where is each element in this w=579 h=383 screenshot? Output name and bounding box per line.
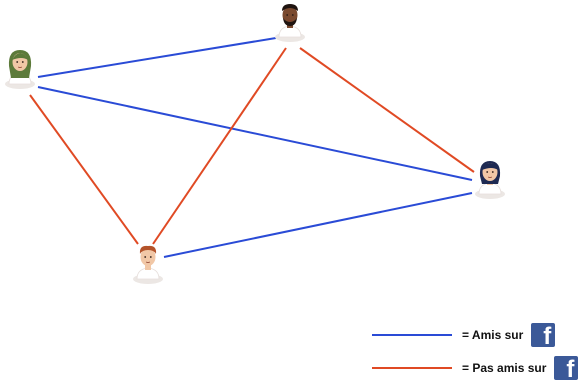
legend-row-friends: = Amis sur f	[372, 322, 556, 348]
legend-label-not-friends: = Pas amis sur	[462, 361, 547, 375]
edge-bottom-right-friends	[163, 192, 473, 258]
edge-left-bottom-not-friends	[29, 94, 139, 245]
legend-line-not-friends	[372, 367, 452, 369]
man-dark-skin-avatar-icon	[275, 4, 305, 42]
facebook-logo-icon: f	[554, 356, 579, 380]
woman-dark-hair-avatar-icon	[475, 161, 505, 199]
edge-top-bottom-not-friends	[152, 47, 287, 245]
graph-nodes	[5, 4, 505, 284]
legend-label-friends: = Amis sur	[462, 328, 524, 342]
edge-left-right-friends	[37, 86, 473, 181]
legend-line-friends	[372, 334, 452, 336]
legend-row-not-friends: = Pas amis sur f	[372, 355, 579, 381]
edge-left-top-friends	[37, 37, 277, 78]
man-ginger-hair-avatar-icon	[133, 245, 163, 284]
woman-green-hair-avatar-icon	[5, 50, 35, 89]
facebook-logo-icon: f	[531, 323, 556, 347]
edge-top-right-not-friends	[299, 47, 475, 173]
graph-edges	[29, 37, 475, 258]
